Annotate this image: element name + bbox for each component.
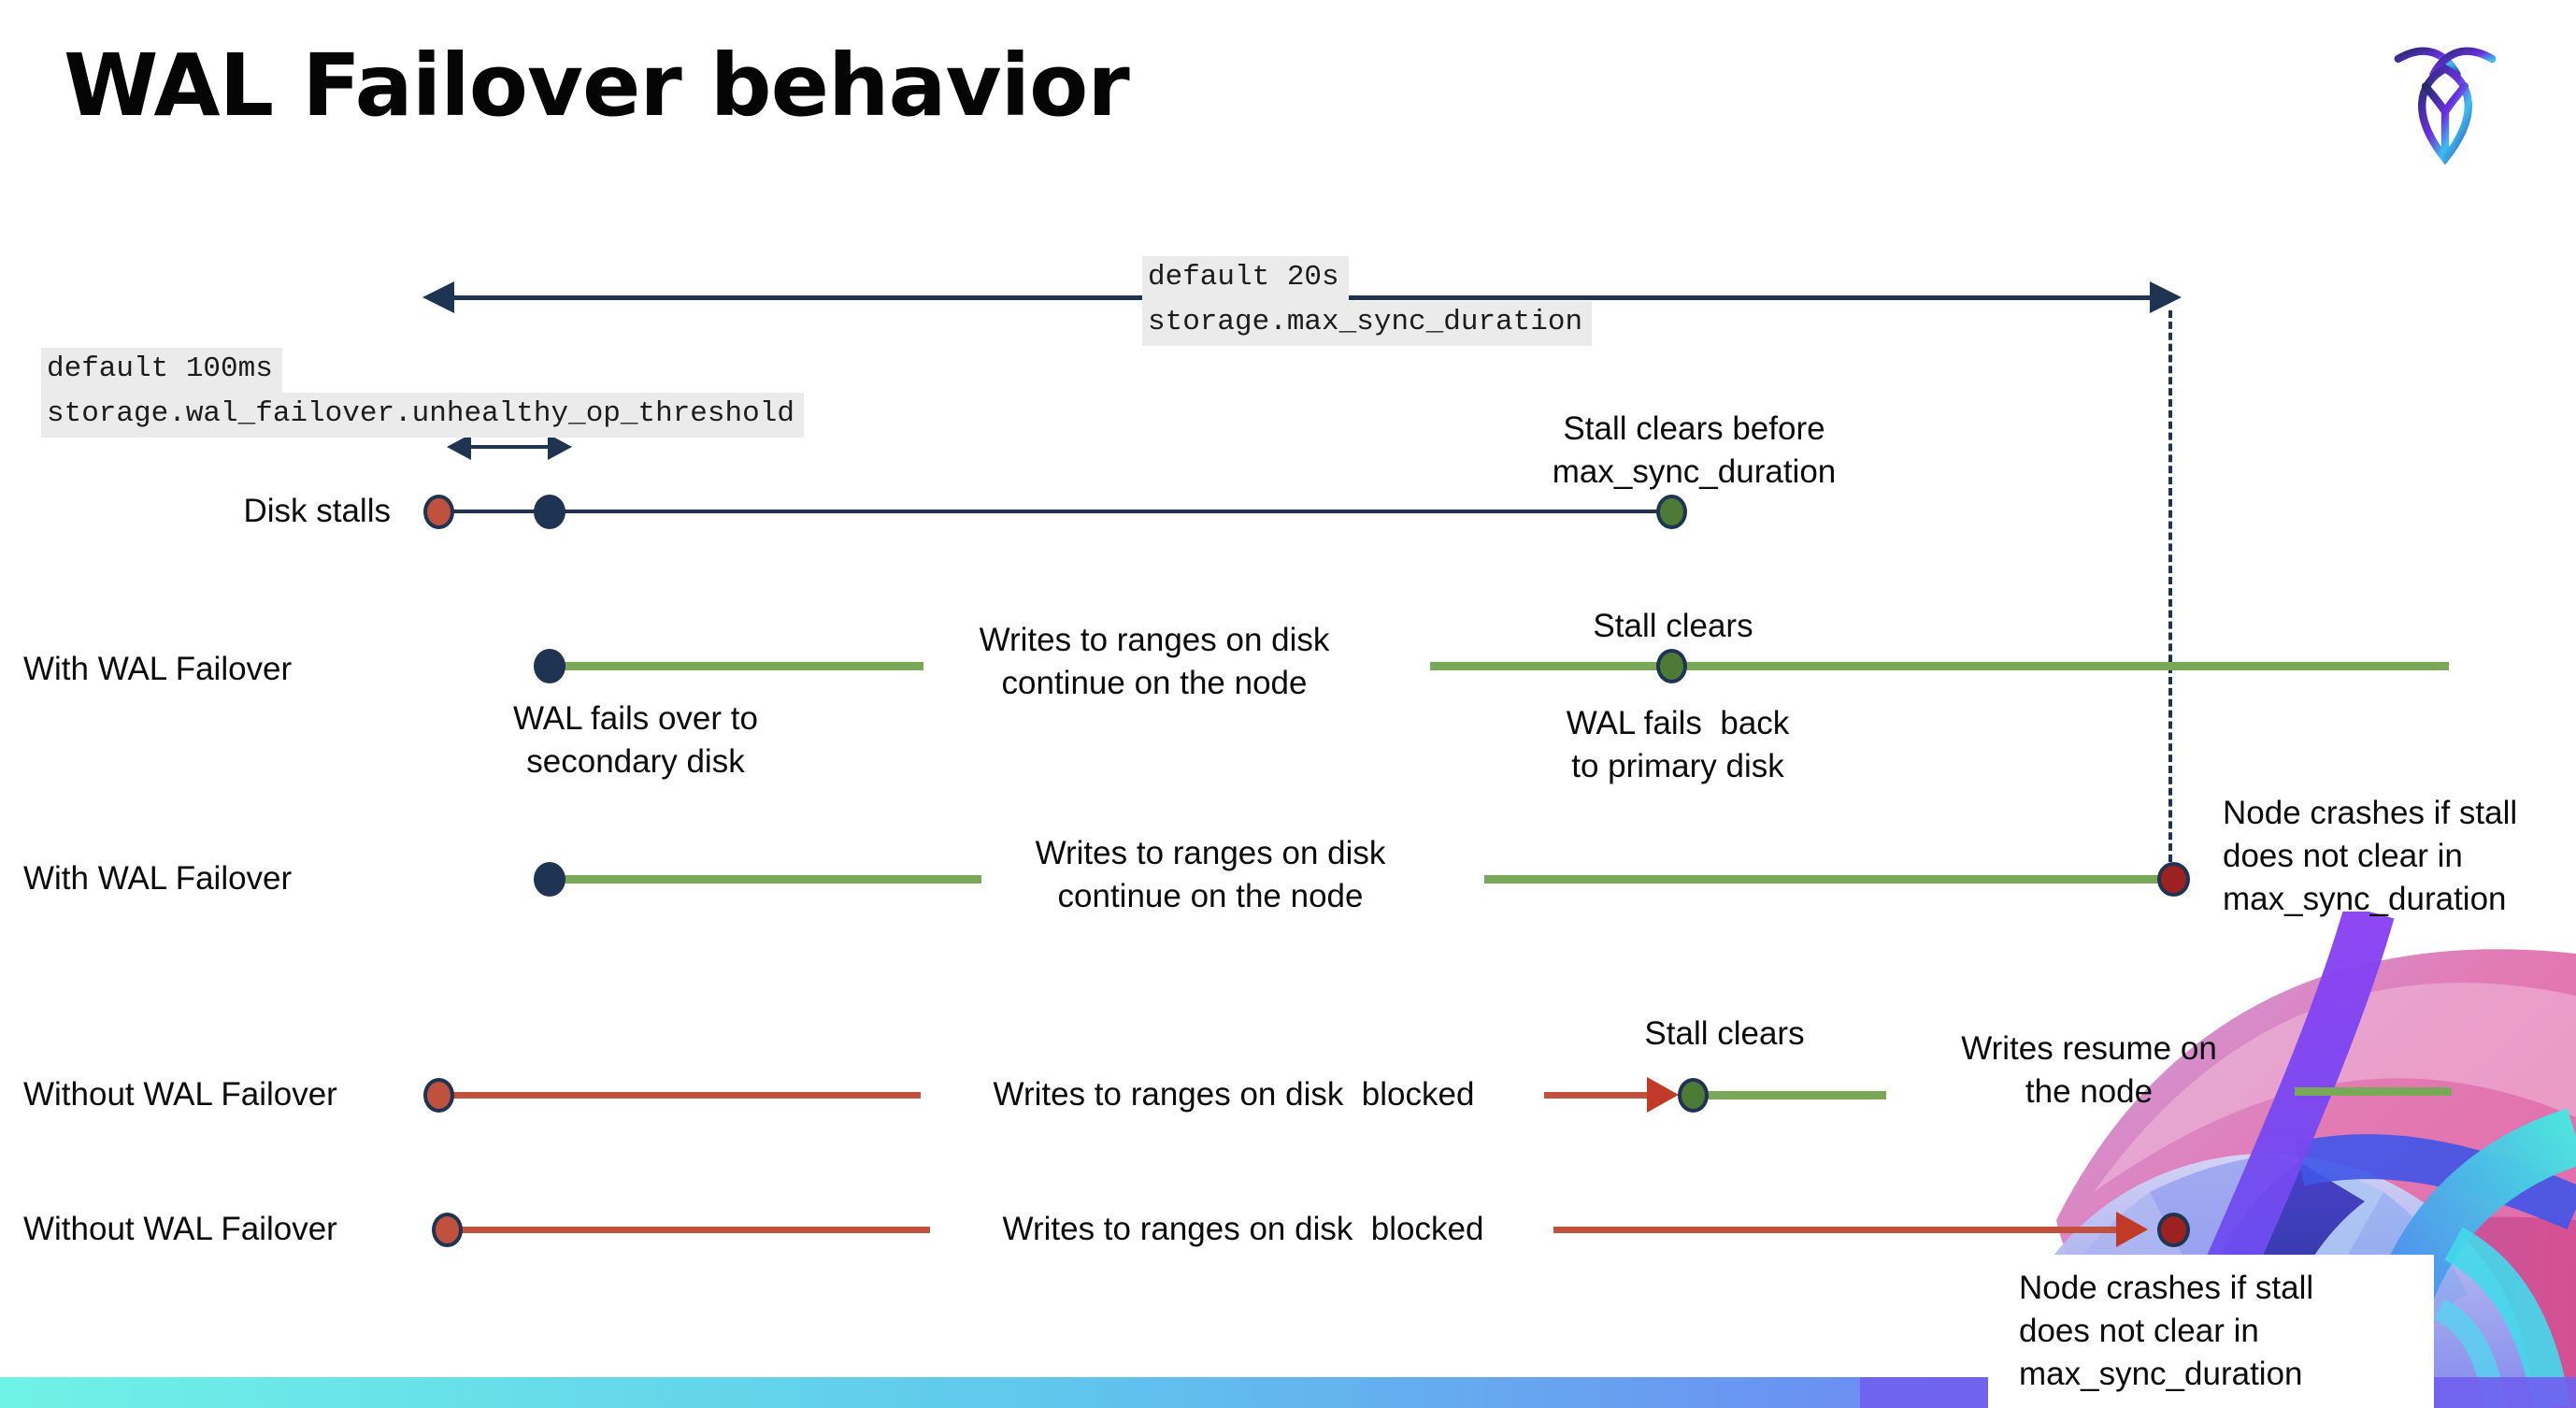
max-sync-setting-label: storage.max_sync_duration bbox=[1142, 301, 1593, 346]
failback-note: WAL fails back to primary disk bbox=[1566, 705, 1790, 784]
row2-stall-clears-note: Stall clears bbox=[1593, 608, 1753, 644]
disk-stalls-line bbox=[438, 510, 1671, 513]
stall-start-dot bbox=[423, 495, 454, 529]
row4-stall-start-dot bbox=[423, 1078, 454, 1113]
row4-green-segment-2 bbox=[2295, 1087, 2452, 1096]
max-sync-default-label: default 20s bbox=[1142, 256, 1349, 301]
unhealthy-op-setting-label: storage.wal_failover.unhealthy_op_thresh… bbox=[41, 393, 804, 438]
row4-stall-clear-dot bbox=[1678, 1078, 1709, 1113]
row2-writes-note: Writes to ranges on disk continue on the… bbox=[979, 622, 1330, 701]
stall-clear-dot bbox=[1656, 495, 1687, 529]
row4-red-segment-1 bbox=[438, 1092, 921, 1099]
row3-green-segment-2 bbox=[1484, 875, 2161, 884]
max-sync-deadline-dashed-line bbox=[2168, 310, 2172, 862]
arrow-right-head-icon bbox=[2150, 281, 2182, 313]
row4-resume-note: Writes resume on the node bbox=[1961, 1030, 2217, 1110]
row5-stall-start-dot bbox=[432, 1213, 463, 1247]
row4-red-segment-2 bbox=[1544, 1092, 1654, 1099]
row3-crash-dot bbox=[2157, 862, 2190, 897]
row-with-failover-1-label: With WAL Failover bbox=[23, 651, 293, 687]
row5-red-segment-2 bbox=[1553, 1227, 2124, 1233]
row-disk-stalls-label: Disk stalls bbox=[243, 493, 391, 529]
row5-red-segment-1 bbox=[447, 1227, 930, 1233]
threshold-dot bbox=[534, 495, 565, 529]
row3-crash-note: Node crashes if stall does not clear in … bbox=[2223, 795, 2518, 917]
row4-red-arrowhead-icon bbox=[1647, 1077, 1679, 1113]
failback-dot bbox=[1656, 649, 1687, 683]
row4-stall-clears-note: Stall clears bbox=[1644, 1015, 1805, 1052]
row5-writes-note: Writes to ranges on disk blocked bbox=[1002, 1211, 1484, 1247]
row2-green-segment-2 bbox=[1430, 662, 2449, 670]
unhealthy-op-default-label: default 100ms bbox=[41, 348, 282, 393]
row5-crash-note: Node crashes if stall does not clear in … bbox=[2019, 1270, 2314, 1392]
threshold-arrow-left-head-icon bbox=[447, 434, 471, 460]
row4-green-segment-1 bbox=[1694, 1091, 1886, 1099]
row3-writes-note: Writes to ranges on disk continue on the… bbox=[1035, 835, 1386, 914]
row-with-failover-2-label: With WAL Failover bbox=[23, 860, 293, 897]
row-without-failover-2-label: Without WAL Failover bbox=[23, 1211, 337, 1247]
row3-green-segment-1 bbox=[550, 875, 981, 884]
stall-clears-before-note: Stall clears before max_sync_duration bbox=[1552, 410, 1837, 490]
crash-note-box: Node crashes if stall does not clear in … bbox=[1988, 1255, 2434, 1408]
threshold-arrow-right-head-icon bbox=[548, 434, 572, 460]
row3-failover-dot bbox=[534, 862, 565, 897]
cockroachdb-logo-icon bbox=[2394, 47, 2497, 165]
row5-crash-dot bbox=[2157, 1213, 2190, 1247]
row4-writes-note: Writes to ranges on disk blocked bbox=[993, 1076, 1475, 1113]
page-title: WAL Failover behavior bbox=[64, 36, 1130, 136]
row5-red-arrowhead-icon bbox=[2116, 1212, 2148, 1247]
arrow-left-head-icon bbox=[422, 281, 454, 313]
row2-green-segment-1 bbox=[550, 662, 923, 670]
failover-dot bbox=[534, 649, 565, 683]
row-without-failover-1-label: Without WAL Failover bbox=[23, 1076, 337, 1113]
failover-note: WAL fails over to secondary disk bbox=[513, 700, 758, 780]
threshold-arrow-line bbox=[465, 445, 550, 449]
